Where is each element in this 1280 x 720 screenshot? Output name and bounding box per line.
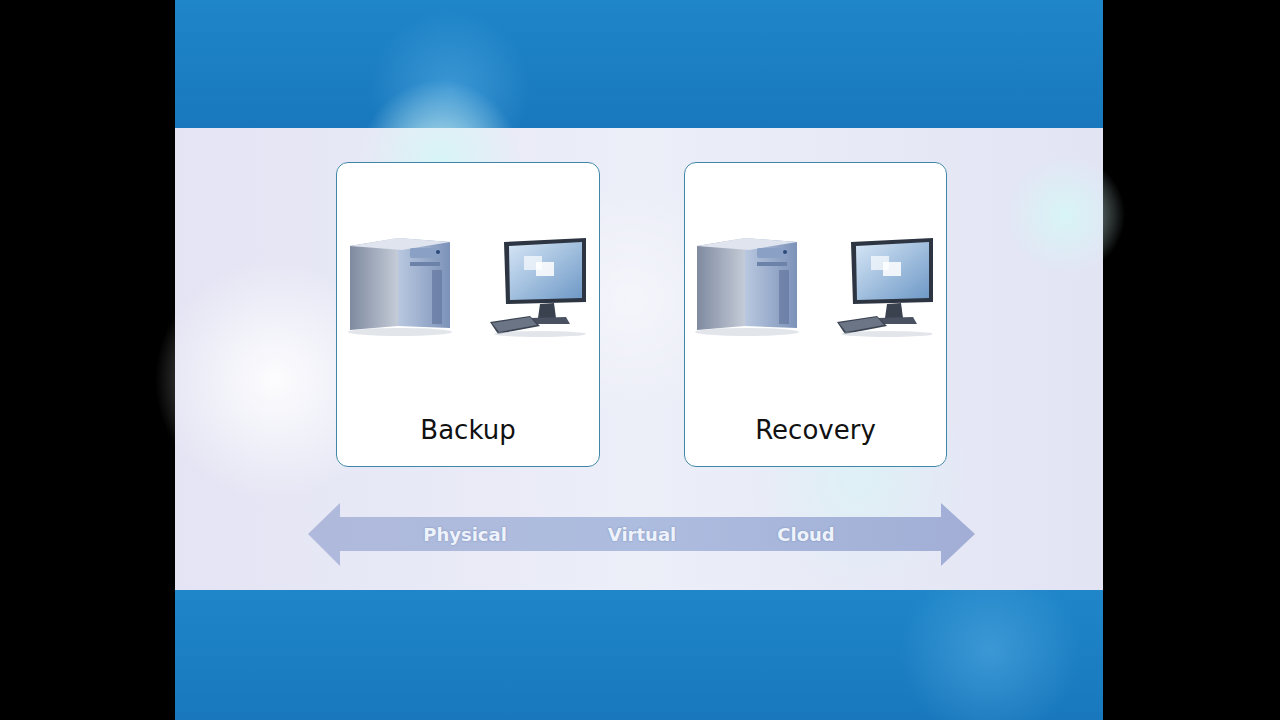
- card-title: Backup: [420, 415, 515, 446]
- card-box: Backup: [336, 162, 600, 467]
- card-box: Recovery: [684, 162, 947, 467]
- arrow-label: Cloud: [777, 524, 834, 545]
- card-title: Recovery: [755, 415, 876, 446]
- arrow-label: Physical: [423, 524, 507, 545]
- arrow-label: Virtual: [608, 524, 676, 545]
